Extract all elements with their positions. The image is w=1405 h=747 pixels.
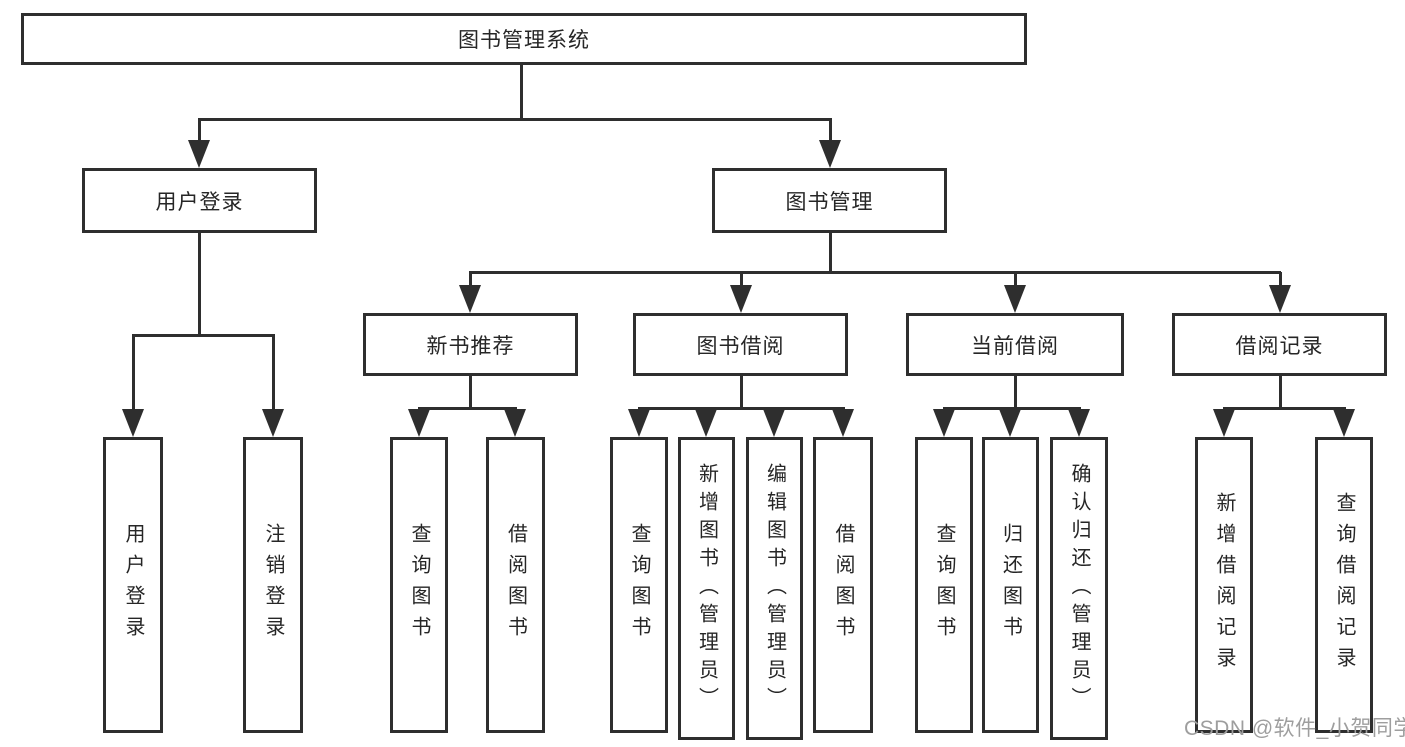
leaf-borrow-books-2-label: 借阅图书 — [832, 523, 854, 647]
connector-root-trunk — [520, 63, 523, 120]
node-book-management-label: 图书管理 — [785, 190, 874, 214]
connector-current-borrowing-down — [1014, 376, 1017, 410]
arrow-to-add-borrow-record — [1213, 409, 1235, 437]
connector-borrowing-records-split — [1223, 407, 1346, 410]
arrow-to-borrow-books-1 — [504, 409, 526, 437]
leaf-add-borrow-record-label: 新增借阅记录 — [1213, 492, 1235, 678]
connector-stem-leaf-user-login — [132, 335, 135, 413]
connector-level2-bar — [198, 118, 832, 121]
connector-book-borrowing-split — [638, 407, 845, 410]
node-new-book-recommend: 新书推荐 — [363, 313, 578, 376]
connector-level3-bar — [469, 271, 1281, 274]
leaf-add-borrow-record: 新增借阅记录 — [1195, 437, 1253, 733]
leaf-borrow-books-1-label: 借阅图书 — [504, 523, 527, 647]
node-new-book-recommend-label: 新书推荐 — [426, 334, 515, 358]
node-borrowing-records: 借阅记录 — [1172, 313, 1387, 376]
arrow-to-leaf-logout — [262, 409, 284, 437]
connector-book-management-down — [829, 232, 832, 273]
leaf-add-books-admin-label: 新增图书（管理员） — [695, 462, 718, 715]
connector-stem-book-management — [829, 119, 832, 145]
arrow-to-query-books-3 — [933, 409, 955, 437]
leaf-logout: 注销登录 — [243, 437, 303, 733]
connector-stem-borrowing-records — [1279, 272, 1282, 289]
node-current-borrowing-label: 当前借阅 — [971, 334, 1059, 358]
connector-current-borrowing-split — [943, 407, 1081, 410]
csdn-watermark: CSDN @软件_小贺同学 — [1184, 717, 1405, 740]
arrow-to-leaf-user-login — [122, 409, 144, 437]
leaf-query-books-2-label: 查询图书 — [628, 523, 650, 647]
arrow-to-new-book-recommend — [459, 285, 481, 313]
leaf-user-login: 用户登录 — [103, 437, 163, 733]
arrow-to-query-books-1 — [408, 409, 430, 437]
arrow-to-return-books — [999, 409, 1021, 437]
leaf-logout-label: 注销登录 — [262, 523, 284, 647]
leaf-query-borrow-record-label: 查询借阅记录 — [1333, 492, 1355, 678]
node-book-management: 图书管理 — [712, 168, 947, 233]
arrow-to-add-books-admin — [695, 409, 717, 437]
arrow-to-book-management — [819, 140, 841, 168]
leaf-edit-books-admin-label: 编辑图书（管理员） — [763, 462, 786, 715]
leaf-return-books-label: 归还图书 — [999, 523, 1022, 647]
connector-new-book-split — [418, 407, 517, 410]
connector-borrowing-records-down — [1279, 376, 1282, 410]
connector-user-login-down — [198, 233, 201, 336]
node-current-borrowing: 当前借阅 — [906, 313, 1124, 376]
arrow-to-confirm-return-admin — [1068, 409, 1090, 437]
arrow-to-user-login — [188, 140, 210, 168]
connector-stem-leaf-logout — [272, 335, 275, 413]
connector-new-book-recommend-down — [469, 376, 472, 410]
node-root-label: 图书管理系统 — [458, 29, 590, 52]
node-book-borrowing-label: 图书借阅 — [696, 334, 785, 358]
leaf-query-books-3: 查询图书 — [915, 437, 973, 733]
leaf-user-login-label: 用户登录 — [122, 523, 144, 647]
arrow-to-current-borrowing — [1004, 285, 1026, 313]
node-user-login-label: 用户登录 — [155, 190, 244, 214]
connector-stem-user-login — [198, 119, 201, 145]
connector-book-borrowing-down — [740, 376, 743, 410]
leaf-confirm-return-admin: 确认归还（管理员） — [1050, 437, 1108, 740]
connector-stem-current-borrowing — [1014, 272, 1017, 289]
leaf-query-books-1-label: 查询图书 — [408, 523, 430, 647]
leaf-query-books-2: 查询图书 — [610, 437, 668, 733]
node-root: 图书管理系统 — [21, 13, 1027, 65]
arrow-to-borrowing-records — [1269, 285, 1291, 313]
connector-stem-new-book-recommend — [469, 272, 472, 289]
leaf-borrow-books-1: 借阅图书 — [486, 437, 545, 733]
leaf-edit-books-admin: 编辑图书（管理员） — [746, 437, 803, 740]
leaf-query-books-1: 查询图书 — [390, 437, 448, 733]
connector-stem-book-borrowing — [740, 272, 743, 289]
arrow-to-edit-books-admin — [763, 409, 785, 437]
arrow-to-query-borrow-record — [1333, 409, 1355, 437]
leaf-query-borrow-record: 查询借阅记录 — [1315, 437, 1373, 733]
node-borrowing-records-label: 借阅记录 — [1235, 334, 1324, 358]
arrow-to-borrow-books-2 — [832, 409, 854, 437]
node-user-login: 用户登录 — [82, 168, 317, 233]
arrow-to-book-borrowing — [730, 285, 752, 313]
connector-user-login-split — [132, 334, 275, 337]
leaf-confirm-return-admin-label: 确认归还（管理员） — [1068, 462, 1090, 715]
leaf-query-books-3-label: 查询图书 — [933, 523, 955, 647]
leaf-borrow-books-2: 借阅图书 — [813, 437, 873, 733]
arrow-to-query-books-2 — [628, 409, 650, 437]
leaf-return-books: 归还图书 — [982, 437, 1039, 733]
leaf-add-books-admin: 新增图书（管理员） — [678, 437, 735, 740]
node-book-borrowing: 图书借阅 — [633, 313, 848, 376]
